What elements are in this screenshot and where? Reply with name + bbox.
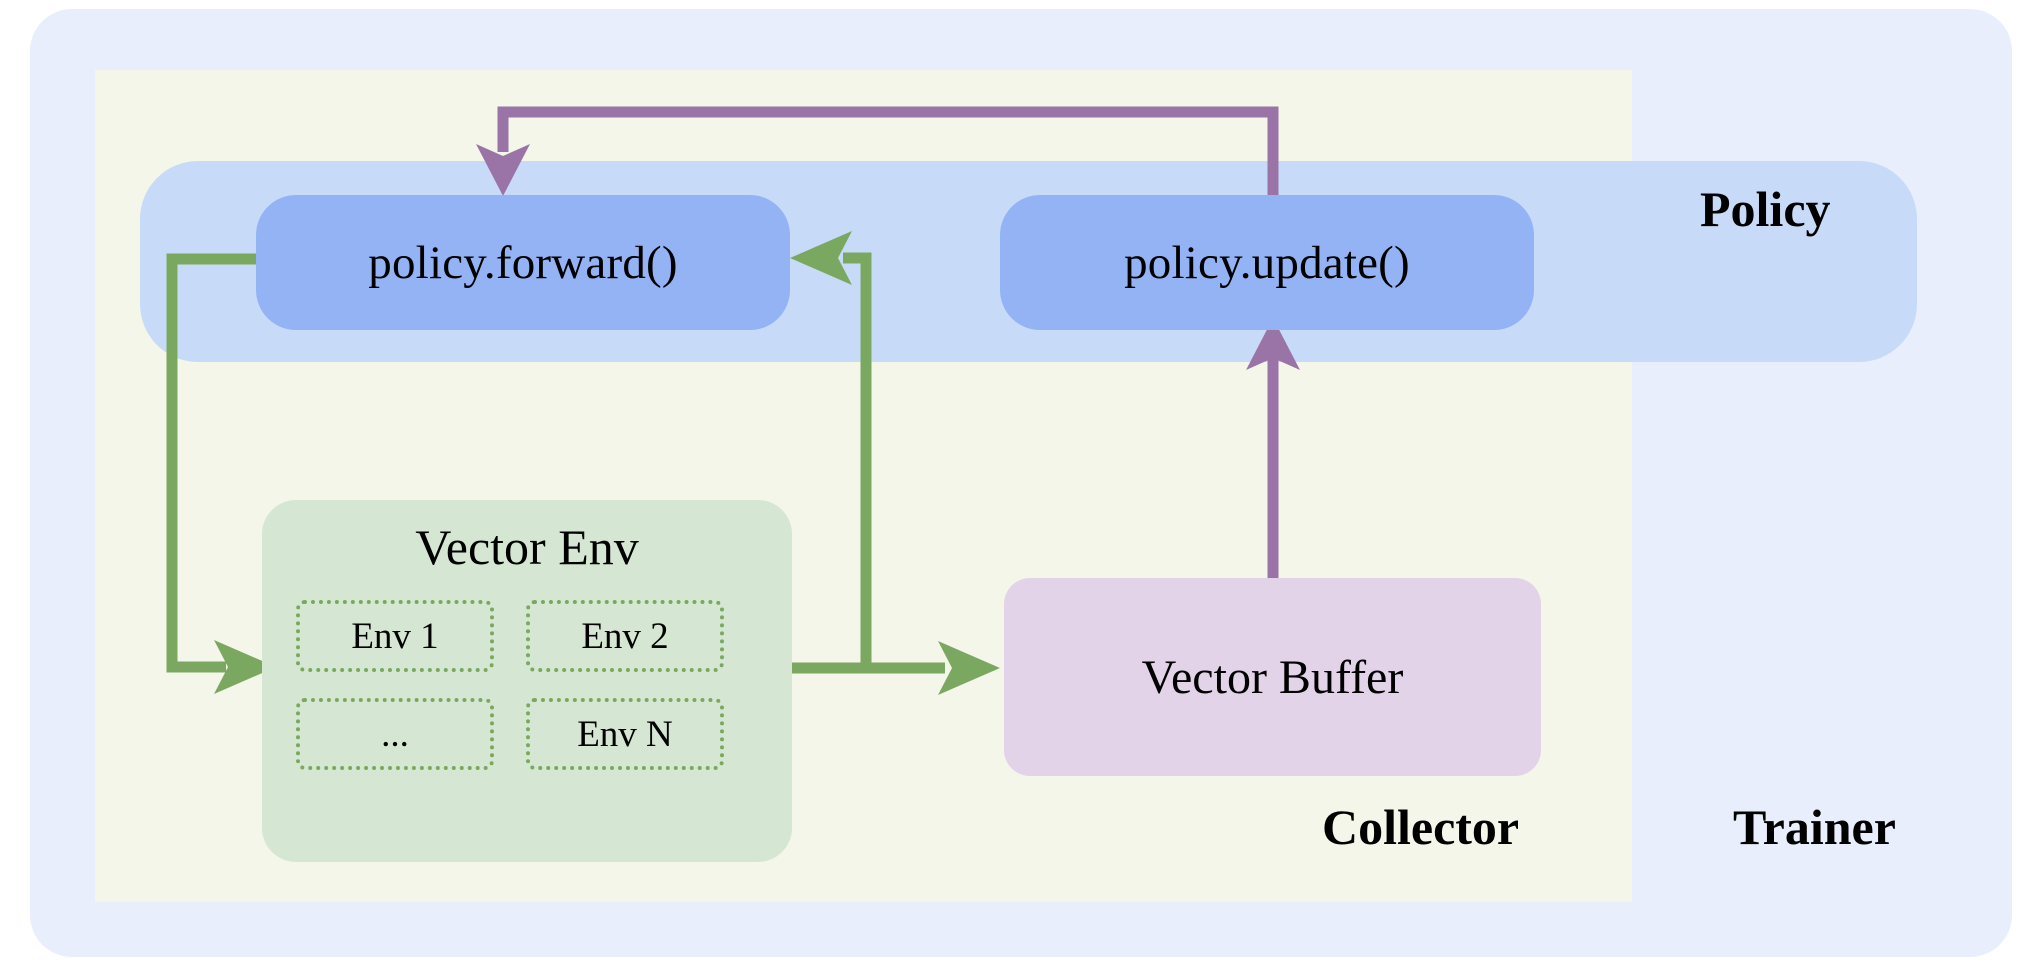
node-policy-update[interactable]: policy.update() [1000, 195, 1534, 330]
node-policy-forward[interactable]: policy.forward() [256, 195, 790, 330]
env-row: ... Env N [296, 698, 758, 770]
node-policy-forward-label: policy.forward() [368, 236, 678, 289]
env-grid: Env 1 Env 2 ... Env N [296, 600, 758, 796]
vector-env-title: Vector Env [415, 519, 639, 575]
edge-vector-env-to-policy-forward [790, 231, 872, 668]
node-vector-buffer-label: Vector Buffer [1141, 650, 1404, 704]
edge-policy-forward-to-vector-env [166, 253, 276, 694]
node-policy-update-label: policy.update() [1124, 236, 1410, 289]
env-cell[interactable]: Env N [526, 698, 724, 770]
collector-region-label: Collector [1322, 799, 1520, 855]
node-vector-env[interactable]: Vector Env Env 1 Env 2 ... Env N [262, 500, 792, 862]
env-cell[interactable]: Env 2 [526, 600, 724, 672]
edge-vector-env-to-vector-buffer [792, 641, 1000, 695]
policy-region-label: Policy [1700, 181, 1831, 237]
edge-vector-buffer-to-policy-update [1246, 318, 1300, 578]
edge-policy-update-to-policy-forward [476, 106, 1279, 196]
env-cell[interactable]: ... [296, 698, 494, 770]
node-vector-buffer[interactable]: Vector Buffer [1004, 578, 1541, 776]
env-cell[interactable]: Env 1 [296, 600, 494, 672]
trainer-region-label: Trainer [1733, 799, 1896, 855]
env-row: Env 1 Env 2 [296, 600, 758, 672]
